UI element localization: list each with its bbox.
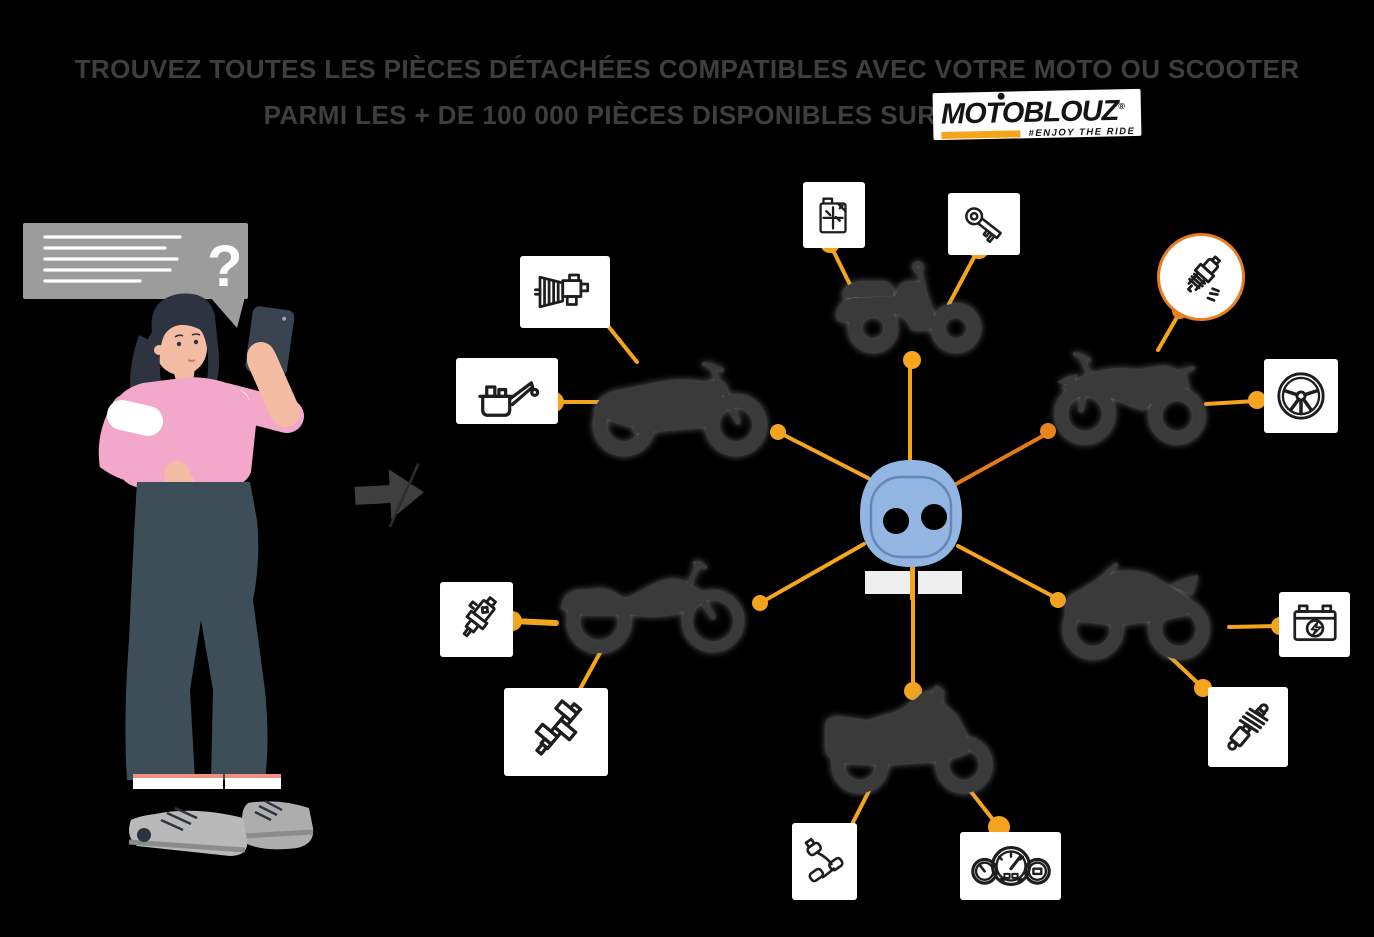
line-hub-trail: [954, 430, 1052, 486]
line-shock: [1164, 651, 1204, 689]
dashboard-gauges-icon: [970, 845, 1051, 887]
center-hub: [860, 460, 962, 600]
card-battery: [1279, 592, 1350, 657]
line-hub-sport: [956, 544, 1060, 601]
sleeve-stripe-left: [107, 400, 163, 436]
card-spark-plug-wires: [792, 823, 857, 900]
bike-custom-chopper: [561, 561, 744, 653]
wheel-icon: [1277, 372, 1325, 420]
sock-stripe-right: [225, 774, 281, 779]
eyebrows: [174, 333, 201, 338]
hub-to-bike-lines: [760, 360, 1060, 692]
crankshaft-icon: [534, 699, 583, 756]
oil-can-icon: [478, 381, 540, 417]
line-wheel: [1204, 399, 1258, 406]
speech-bubble: ?: [23, 223, 248, 328]
hub-label-left: [865, 571, 911, 594]
right-hand: [247, 342, 275, 370]
power-socket-icon: [860, 460, 962, 567]
sneakers: [128, 799, 314, 856]
card-air-filter: [520, 256, 610, 328]
card-fuel-injector: [440, 582, 513, 657]
sock-right: [225, 778, 281, 789]
oil-jerrycan-icon: [819, 197, 847, 234]
card-shock-absorber: [1208, 687, 1288, 767]
card-key: [948, 193, 1020, 255]
line-hub-chopper: [760, 542, 866, 604]
bike-roadster: [593, 362, 767, 456]
left-eye: [176, 341, 182, 347]
bike-scooter: [836, 261, 981, 353]
line-battery: [1227, 624, 1280, 629]
hub-label-right: [918, 571, 962, 594]
question-mark: ?: [207, 234, 242, 299]
woman-illustration: ?: [23, 223, 314, 856]
card-spark-plug: [1157, 233, 1245, 321]
spark-plug-icon: [1187, 255, 1221, 302]
ear: [154, 345, 164, 355]
card-crankshaft: [504, 688, 608, 776]
hair: [142, 293, 219, 390]
title-line-1: TROUVEZ TOUTES LES PIÈCES DÉTACHÉES COMP…: [74, 54, 1300, 84]
battery-icon: [1292, 604, 1337, 641]
key-icon: [965, 207, 1002, 244]
title-line-2: PARMI LES + DE 100 000 PIÈCES DISPONIBLE…: [263, 100, 937, 130]
card-oil-jerrycan: [803, 182, 865, 248]
shock-absorber-icon: [1227, 703, 1269, 751]
hub-inner-outline: [869, 475, 953, 559]
right-eye: [193, 339, 199, 345]
sock-stripe-left: [133, 774, 223, 779]
bike-sport: [1063, 563, 1209, 659]
line-hub-roadster: [776, 430, 870, 480]
air-filter-icon: [534, 273, 590, 309]
pants: [125, 482, 268, 780]
bike-trail: [1055, 352, 1205, 444]
card-oil-can: [456, 358, 558, 424]
arrow-right-icon: [354, 463, 424, 528]
fuel-injector-icon: [462, 595, 497, 637]
sock-left: [133, 778, 223, 789]
line-sparkplug: [1156, 310, 1182, 352]
mouth: [187, 359, 196, 362]
card-wheel: [1264, 359, 1338, 433]
bike-touring: [826, 685, 992, 793]
line-key: [947, 248, 980, 306]
spark-plug-wire-icon: [804, 837, 844, 882]
card-dashboard-gauges: [960, 832, 1061, 900]
bubble-text-lines: [43, 235, 182, 283]
